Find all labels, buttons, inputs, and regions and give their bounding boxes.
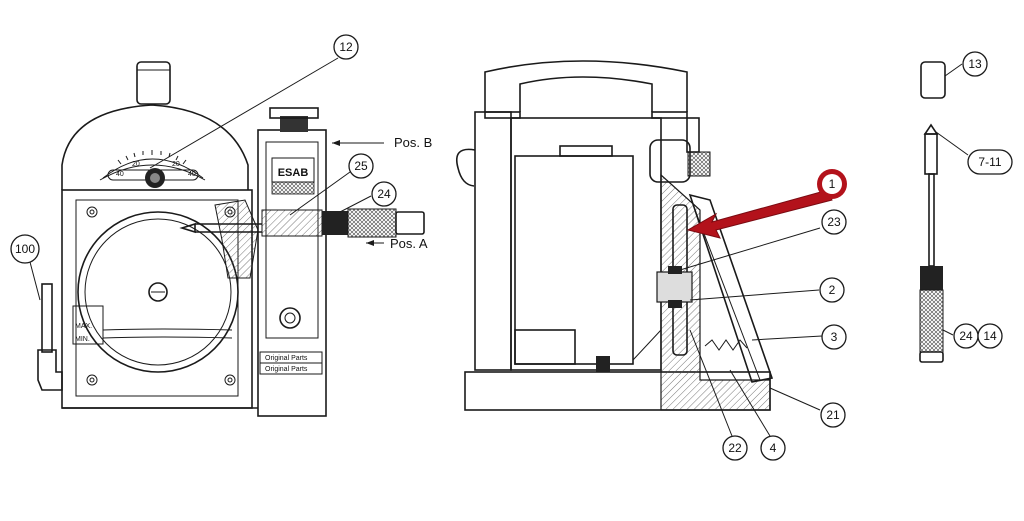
callout-22: 22 (722, 435, 748, 461)
leader-lines (29, 57, 969, 437)
callout-1: 1 (829, 177, 836, 191)
pos-a-label: Pos. A (390, 236, 428, 251)
callout-24-spare: 24 (953, 323, 979, 349)
dial-label-20-right: 20 (172, 161, 180, 168)
original-parts-label-2: Original Parts (265, 366, 308, 373)
svg-text:12: 12 (339, 40, 353, 54)
dial-label-20-left: 20 (132, 161, 140, 168)
level-max-label: MAX. (75, 323, 92, 330)
svg-text:23: 23 (827, 215, 841, 229)
highlight-arrow: 1 (686, 169, 847, 239)
svg-text:24: 24 (377, 187, 391, 201)
dial-label-40-left: 40 (116, 171, 124, 178)
callout-3: 3 (821, 324, 847, 350)
svg-text:13: 13 (968, 57, 982, 71)
callout-24-handle: 24 (371, 181, 397, 207)
svg-text:25: 25 (354, 159, 368, 173)
esab-brand-label: ESAB (278, 167, 309, 179)
svg-text:21: 21 (826, 408, 840, 422)
callout-23: 23 (821, 209, 847, 235)
svg-text:3: 3 (831, 330, 838, 344)
svg-text:4: 4 (770, 441, 777, 455)
dial-label-40-right: 40 (188, 171, 196, 178)
callout-4: 4 (760, 435, 786, 461)
original-parts-label-1: Original Parts (265, 355, 308, 362)
svg-text:100: 100 (15, 242, 35, 256)
callout-21: 21 (820, 402, 846, 428)
section-view (456, 60, 774, 411)
position-indicators: Pos. B Pos. A (332, 135, 432, 251)
callout-100: 100 (10, 234, 40, 264)
callout-2: 2 (819, 277, 845, 303)
callout-14: 14 (977, 323, 1003, 349)
callout-25: 25 (348, 153, 374, 179)
callout-12: 12 (333, 34, 359, 60)
callout-7-11: 7-11 (967, 149, 1013, 175)
callout-bubbles: 12 25 24 100 23 2 3 21 22 4 13 7-11 24 1… (10, 34, 1013, 461)
svg-text:14: 14 (983, 329, 997, 343)
svg-text:22: 22 (728, 441, 742, 455)
level-min-label: MIN. (75, 336, 90, 343)
pos-b-label: Pos. B (394, 135, 432, 150)
svg-text:2: 2 (829, 283, 836, 297)
front-view: 40 20 20 40 MAX. MIN. (37, 61, 425, 417)
svg-text:7-11: 7-11 (978, 155, 1001, 169)
callout-13: 13 (962, 51, 988, 77)
spare-parts-view (919, 61, 946, 363)
svg-text:24: 24 (959, 329, 973, 343)
